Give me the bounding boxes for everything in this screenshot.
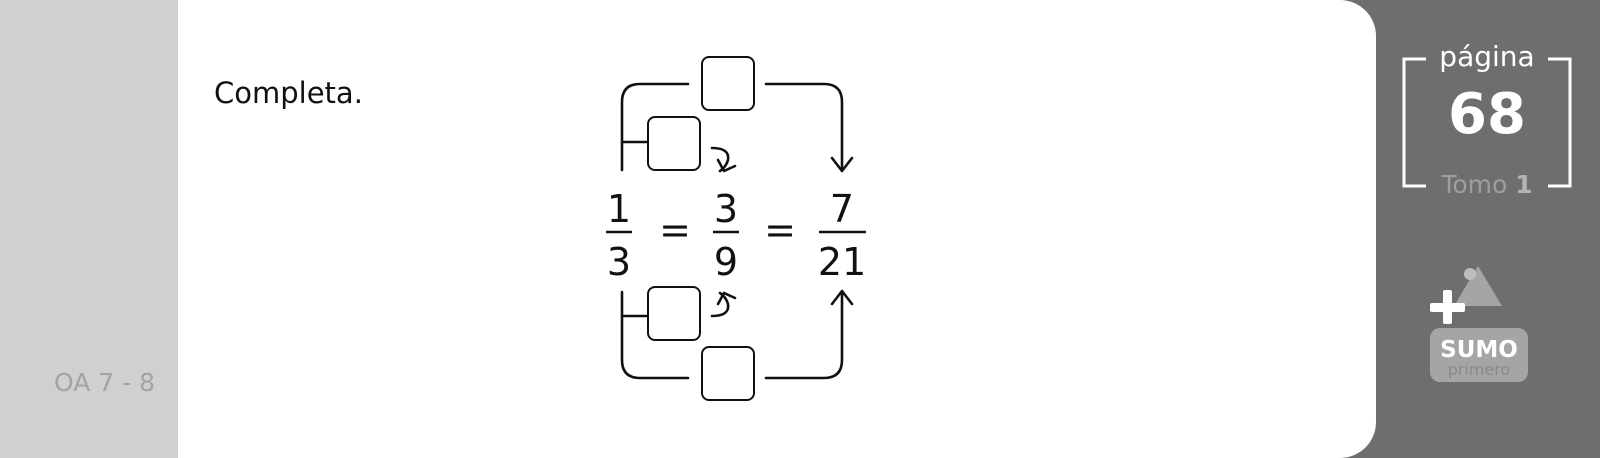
fraction-3-denominator: 21 xyxy=(818,240,866,284)
equals-sign-2: = xyxy=(764,208,796,252)
page-number: 68 xyxy=(1448,82,1526,147)
logo-text-sumo: SUMO xyxy=(1440,337,1518,363)
left-strip: OA 7 - 8 xyxy=(0,0,178,458)
logo-plus-icon-horizontal xyxy=(1430,303,1465,312)
instruction-text: Completa. xyxy=(214,76,363,110)
tomo-word: Tomo xyxy=(1441,170,1508,199)
fraction-1-numerator: 1 xyxy=(607,187,631,231)
logo-text-primero: primero xyxy=(1448,360,1511,379)
bracket-right xyxy=(1548,57,1572,188)
top-right-arrow xyxy=(764,82,844,172)
answer-box-top[interactable] xyxy=(701,56,755,111)
fraction-3-numerator: 7 xyxy=(830,187,854,231)
answer-box-top-inner[interactable] xyxy=(647,116,701,171)
tomo-label: Tomo 1 xyxy=(1428,170,1546,199)
top-right-arrow-head xyxy=(830,156,854,173)
logo-figure-icon xyxy=(1464,268,1476,280)
sumo-primero-logo: SUMO primero xyxy=(1430,266,1528,382)
bracket-left xyxy=(1402,57,1426,188)
page-label: página xyxy=(1439,40,1535,73)
equals-sign-1: = xyxy=(659,208,691,252)
content-panel xyxy=(178,0,1376,458)
bottom-right-arrow xyxy=(764,290,844,380)
top-inner-arrow-head xyxy=(716,158,737,173)
logo-badge xyxy=(1430,328,1528,382)
logo-triangle-icon xyxy=(1454,266,1502,306)
bottom-outer-connector xyxy=(620,290,690,380)
answer-box-bottom-inner[interactable] xyxy=(647,286,701,341)
fraction-2-denominator: 9 xyxy=(714,240,738,284)
oa-code: OA 7 - 8 xyxy=(54,368,156,397)
bottom-inner-arrow-head xyxy=(716,291,737,306)
answer-box-bottom[interactable] xyxy=(701,346,755,401)
top-outer-connector xyxy=(620,82,690,172)
fraction-2-numerator: 3 xyxy=(714,187,738,231)
bottom-right-arrow-head xyxy=(830,289,854,306)
tomo-number: 1 xyxy=(1515,170,1533,199)
fraction-1-denominator: 3 xyxy=(607,240,631,284)
